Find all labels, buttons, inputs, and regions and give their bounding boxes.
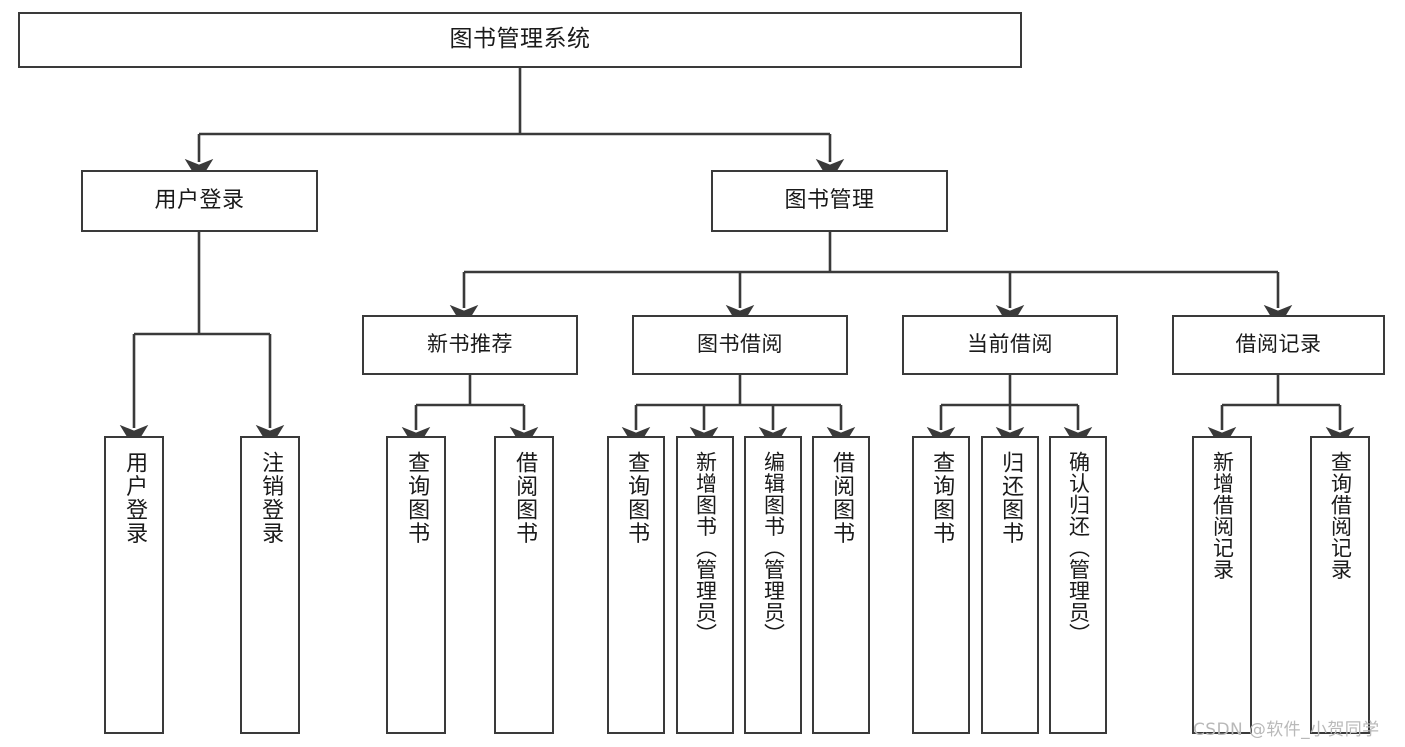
leaf-borrow-book-new[interactable]: 借阅图书 bbox=[494, 436, 554, 734]
leaf-return-book[interactable]: 归还图书 bbox=[981, 436, 1039, 734]
node-label: 用户登录 bbox=[154, 187, 245, 213]
node-label: 图书管理 bbox=[784, 187, 875, 213]
leaf-query-book-borrow[interactable]: 查询图书 bbox=[607, 436, 665, 734]
leaf-logout[interactable]: 注销登录 bbox=[240, 436, 300, 734]
node-root-book-management-system[interactable]: 图书管理系统 bbox=[18, 12, 1022, 68]
leaf-edit-book-admin[interactable]: 编辑图书（管理员） bbox=[744, 436, 802, 734]
node-label: 确认归还（管理员） bbox=[1066, 451, 1091, 645]
node-label: 归还图书 bbox=[998, 451, 1024, 545]
node-book-borrowing[interactable]: 图书借阅 bbox=[632, 315, 848, 375]
node-label: 用户登录 bbox=[122, 451, 148, 545]
leaf-add-book-admin[interactable]: 新增图书（管理员） bbox=[676, 436, 734, 734]
node-label: 注销登录 bbox=[258, 451, 284, 545]
leaf-add-borrow-record[interactable]: 新增借阅记录 bbox=[1192, 436, 1252, 734]
node-label: 查询图书 bbox=[624, 451, 650, 545]
leaf-user-login[interactable]: 用户登录 bbox=[104, 436, 164, 734]
node-label: 借阅图书 bbox=[512, 451, 538, 545]
node-new-book-recommendation[interactable]: 新书推荐 bbox=[362, 315, 578, 375]
leaf-borrow-book[interactable]: 借阅图书 bbox=[812, 436, 870, 734]
node-label: 当前借阅 bbox=[967, 332, 1053, 357]
node-book-management[interactable]: 图书管理 bbox=[711, 170, 948, 232]
node-label: 查询图书 bbox=[929, 451, 955, 545]
node-user-login[interactable]: 用户登录 bbox=[81, 170, 318, 232]
node-label: 借阅图书 bbox=[829, 451, 855, 545]
node-label: 新增借阅记录 bbox=[1210, 451, 1235, 580]
node-label: 查询借阅记录 bbox=[1328, 451, 1353, 580]
node-label: 新书推荐 bbox=[427, 332, 513, 357]
leaf-query-book-new[interactable]: 查询图书 bbox=[386, 436, 446, 734]
node-borrowing-record[interactable]: 借阅记录 bbox=[1172, 315, 1385, 375]
leaf-confirm-return-admin[interactable]: 确认归还（管理员） bbox=[1049, 436, 1107, 734]
csdn-watermark: CSDN @软件_小贺同学 bbox=[1193, 720, 1380, 740]
node-label: 图书借阅 bbox=[697, 332, 783, 357]
leaf-query-borrow-record[interactable]: 查询借阅记录 bbox=[1310, 436, 1370, 734]
leaf-query-book-current[interactable]: 查询图书 bbox=[912, 436, 970, 734]
node-label: 新增图书（管理员） bbox=[693, 451, 718, 645]
node-label: 图书管理系统 bbox=[449, 26, 591, 53]
node-current-borrowing[interactable]: 当前借阅 bbox=[902, 315, 1118, 375]
node-label: 编辑图书（管理员） bbox=[761, 451, 786, 645]
node-label: 查询图书 bbox=[404, 451, 430, 545]
node-label: 借阅记录 bbox=[1235, 332, 1322, 357]
